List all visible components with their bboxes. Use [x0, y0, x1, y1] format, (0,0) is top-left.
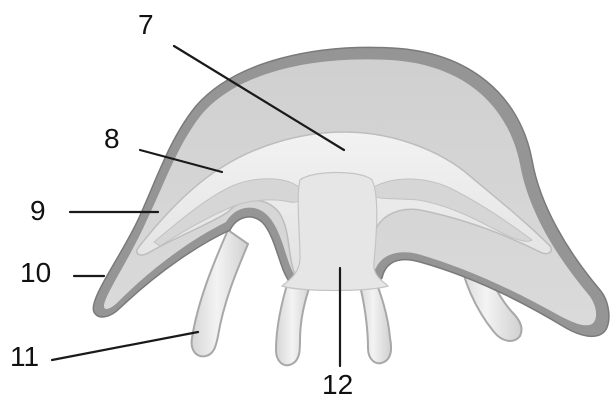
leader-line-11 — [52, 332, 198, 360]
label-10: 10 — [20, 257, 51, 288]
label-7: 7 — [138, 9, 154, 40]
label-11: 11 — [10, 341, 39, 372]
label-12: 12 — [322, 369, 353, 398]
label-9: 9 — [30, 195, 46, 226]
label-8: 8 — [104, 123, 120, 154]
tentacle — [192, 230, 248, 356]
